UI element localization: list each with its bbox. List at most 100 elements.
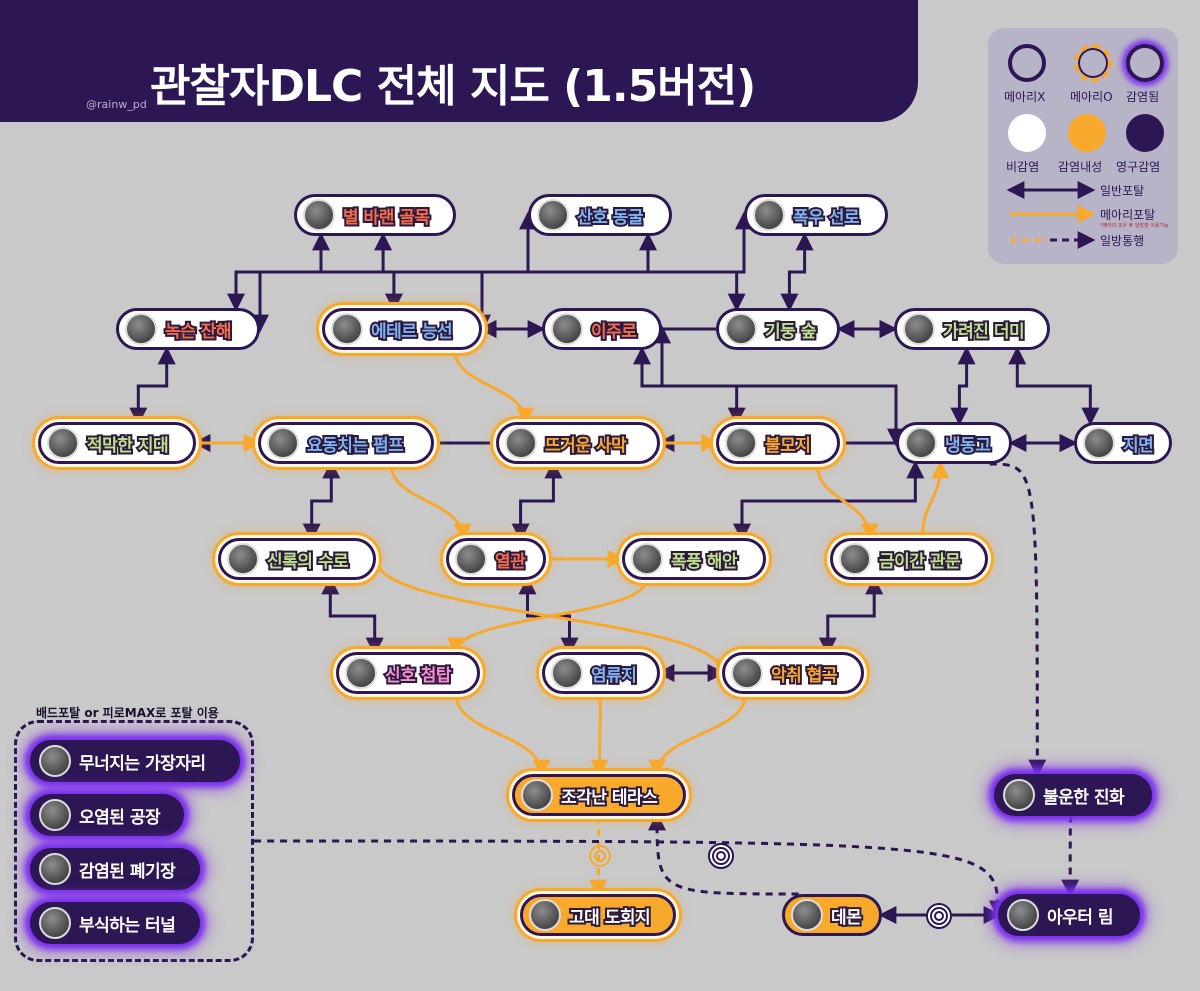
node-yodong[interactable]: 요동치는 펌프	[258, 422, 434, 464]
node-label: 뜨거운 사막	[543, 434, 629, 458]
node-bulmoji[interactable]: 불모지	[716, 422, 840, 464]
node-thumbnail	[753, 199, 785, 231]
edge-sinrok-sinho	[321, 576, 384, 656]
node-label: 금이간 관문	[877, 550, 963, 574]
node-thumbnail	[345, 657, 377, 689]
node-thumbnail	[529, 899, 561, 931]
node-label: 적막한 지대	[85, 434, 171, 458]
node-godae[interactable]: 고대 도회지	[520, 894, 676, 936]
legend-memory-label: 메아리O	[1070, 90, 1113, 104]
node-label: 악취 협곡	[769, 664, 839, 688]
node-thumbnail	[1007, 899, 1039, 931]
legend-infected-swatch	[1126, 44, 1164, 82]
node-ether[interactable]: 에테르 능선	[322, 308, 482, 350]
header-banner: 관찰자DLC 전체 지도 (1.5버전) @rainw_pd	[0, 0, 918, 122]
edge-sinrok-akchwi	[374, 558, 731, 677]
legend-echo-note: *메아리 조우 후 양방향 이용가능	[1100, 223, 1169, 229]
edge-geumiga-naengdong	[921, 460, 950, 539]
node-thumbnail	[725, 313, 757, 345]
node-label: 신록의 수로	[265, 550, 351, 574]
node-thumbnail	[303, 199, 335, 231]
node-label: 무너지는 가장자리	[79, 753, 206, 774]
node-label: 별 바랜 골목	[341, 206, 432, 230]
node-label: 기둥 숲	[763, 320, 818, 344]
edge-pokwoo-gidung	[780, 232, 814, 312]
node-thumbnail	[1003, 779, 1035, 811]
node-thumbnail	[551, 313, 583, 345]
node-byeol[interactable]: 별 바랜 골목	[294, 194, 456, 236]
page-title: 관찰자DLC 전체 지도 (1.5버전)	[150, 61, 756, 112]
node-sanho-donggul[interactable]: 산호 동굴	[528, 194, 672, 236]
node-gidung[interactable]: 기둥 숲	[716, 308, 840, 350]
node-label: 불모지	[763, 434, 813, 458]
node-akchwi[interactable]: 악취 협곡	[722, 652, 864, 694]
node-jogak[interactable]: 조각난 테라스	[512, 774, 686, 816]
edge-akchwi-jogak	[648, 693, 748, 778]
legend-resist-swatch	[1068, 114, 1106, 152]
edge-garyeojin-naengdong	[950, 346, 976, 426]
node-jeokmak[interactable]: 적막한 지대	[38, 422, 196, 464]
node-thumbnail	[331, 313, 363, 345]
node-label: 이주로	[589, 320, 639, 344]
node-pokwoo[interactable]: 폭우 선로	[744, 194, 888, 236]
edge-yodong-yeolgwan	[389, 463, 472, 542]
node-busikhaneun[interactable]: 부식하는 터널	[30, 902, 200, 944]
node-thumbnail	[551, 657, 583, 689]
node-thumbnail	[267, 427, 299, 459]
node-thumbnail	[839, 543, 871, 575]
node-muneojineun[interactable]: 무너지는 가장자리	[30, 740, 240, 782]
target-icon-shape	[589, 845, 611, 867]
node-garyeojin[interactable]: 가려진 더미	[894, 308, 1050, 350]
target-icon	[587, 843, 613, 869]
node-noksun[interactable]: 녹슨 잔해	[116, 308, 260, 350]
node-outer[interactable]: 아우터 림	[998, 894, 1140, 936]
edge-yodong-sinrok	[302, 460, 341, 542]
node-yeolgwan[interactable]: 열관	[446, 538, 546, 580]
node-naengdong[interactable]: 냉동고	[896, 422, 1012, 464]
node-thumbnail	[791, 899, 823, 931]
legend-normal-portal-label: 일반포탈	[1100, 184, 1145, 198]
node-label: 데몬	[829, 906, 864, 930]
node-label: 산호 동굴	[575, 206, 645, 230]
legend-none-label: 비감염	[1006, 160, 1040, 174]
node-thumbnail	[905, 427, 937, 459]
node-label: 냉동고	[943, 434, 993, 458]
node-yeomryuji[interactable]: 염류지	[542, 652, 660, 694]
node-pokpung[interactable]: 폭풍 해안	[622, 538, 766, 580]
edge-pokpung-naengdong	[733, 460, 925, 542]
node-thumbnail	[731, 657, 763, 689]
node-label: 조각난 테라스	[559, 786, 660, 810]
node-sinho[interactable]: 신호 첨탑	[336, 652, 480, 694]
node-geumiga[interactable]: 금이간 관문	[830, 538, 988, 580]
edge-sinho-jogak	[454, 693, 551, 778]
node-label: 신호 첨탑	[383, 664, 453, 688]
node-bureun[interactable]: 불운한 진화	[994, 774, 1152, 816]
node-label: 감염된 폐기장	[79, 861, 176, 882]
node-label: 폭우 선로	[791, 206, 861, 230]
edge-akchwi-geumiga	[818, 576, 884, 656]
edge-bulmoji-geumiga	[815, 463, 879, 542]
target-icon-shape	[712, 847, 730, 865]
node-thumbnail	[1083, 427, 1115, 459]
edge-ijuro-naengdong	[653, 325, 905, 447]
node-thumbnail	[521, 779, 553, 811]
edge-ether-tteugeoun	[453, 349, 535, 426]
node-thumbnail	[537, 199, 569, 231]
edge-byeol-ether	[374, 232, 403, 312]
bad-portal-label: 배드포탈 or 피로MAX로 포탈 이용	[36, 706, 219, 720]
node-jimyeon[interactable]: 지면	[1074, 422, 1172, 464]
node-sinrok[interactable]: 신록의 수로	[218, 538, 376, 580]
legend-echo-portal-label: 메아리포탈	[1100, 208, 1156, 222]
node-label: 녹슨 잔해	[163, 320, 233, 344]
legend-line-samples	[1006, 181, 1096, 249]
node-tteugeoun[interactable]: 뜨거운 사막	[496, 422, 660, 464]
node-gamyeomdoen[interactable]: 감염된 폐기장	[30, 848, 200, 890]
node-thumbnail	[39, 853, 71, 885]
node-demon[interactable]: 데몬	[782, 894, 882, 936]
node-oyeomdoen[interactable]: 오염된 공장	[30, 794, 184, 836]
legend-oneway-label: 일방통행	[1100, 234, 1145, 248]
legend-permanent-label: 영구감염	[1116, 160, 1161, 174]
node-ijuro[interactable]: 이주로	[542, 308, 662, 350]
author-credit: @rainw_pd	[86, 98, 147, 111]
